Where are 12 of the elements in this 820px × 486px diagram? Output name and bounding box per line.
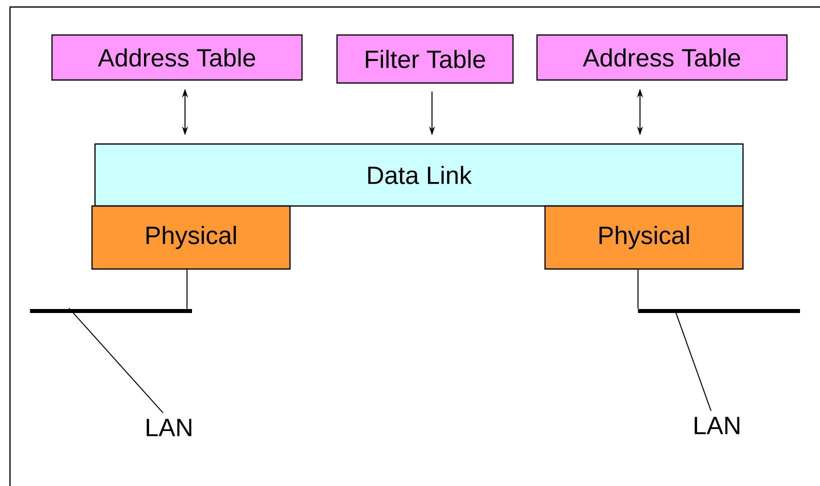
connector-line — [186, 269, 188, 310]
table-box: Filter Table — [336, 34, 514, 84]
lan-label: LAN — [694, 416, 740, 434]
lan-bar — [30, 309, 192, 313]
table-box: Address Table — [536, 34, 788, 81]
leader-line — [68, 308, 164, 414]
layer-box: Physical — [544, 205, 744, 270]
layer-box: Physical — [91, 205, 291, 270]
lan-label: LAN — [146, 418, 192, 436]
table-box: Address Table — [51, 34, 303, 81]
layer-box: Data Link — [94, 143, 744, 207]
lan-bar — [638, 309, 800, 313]
